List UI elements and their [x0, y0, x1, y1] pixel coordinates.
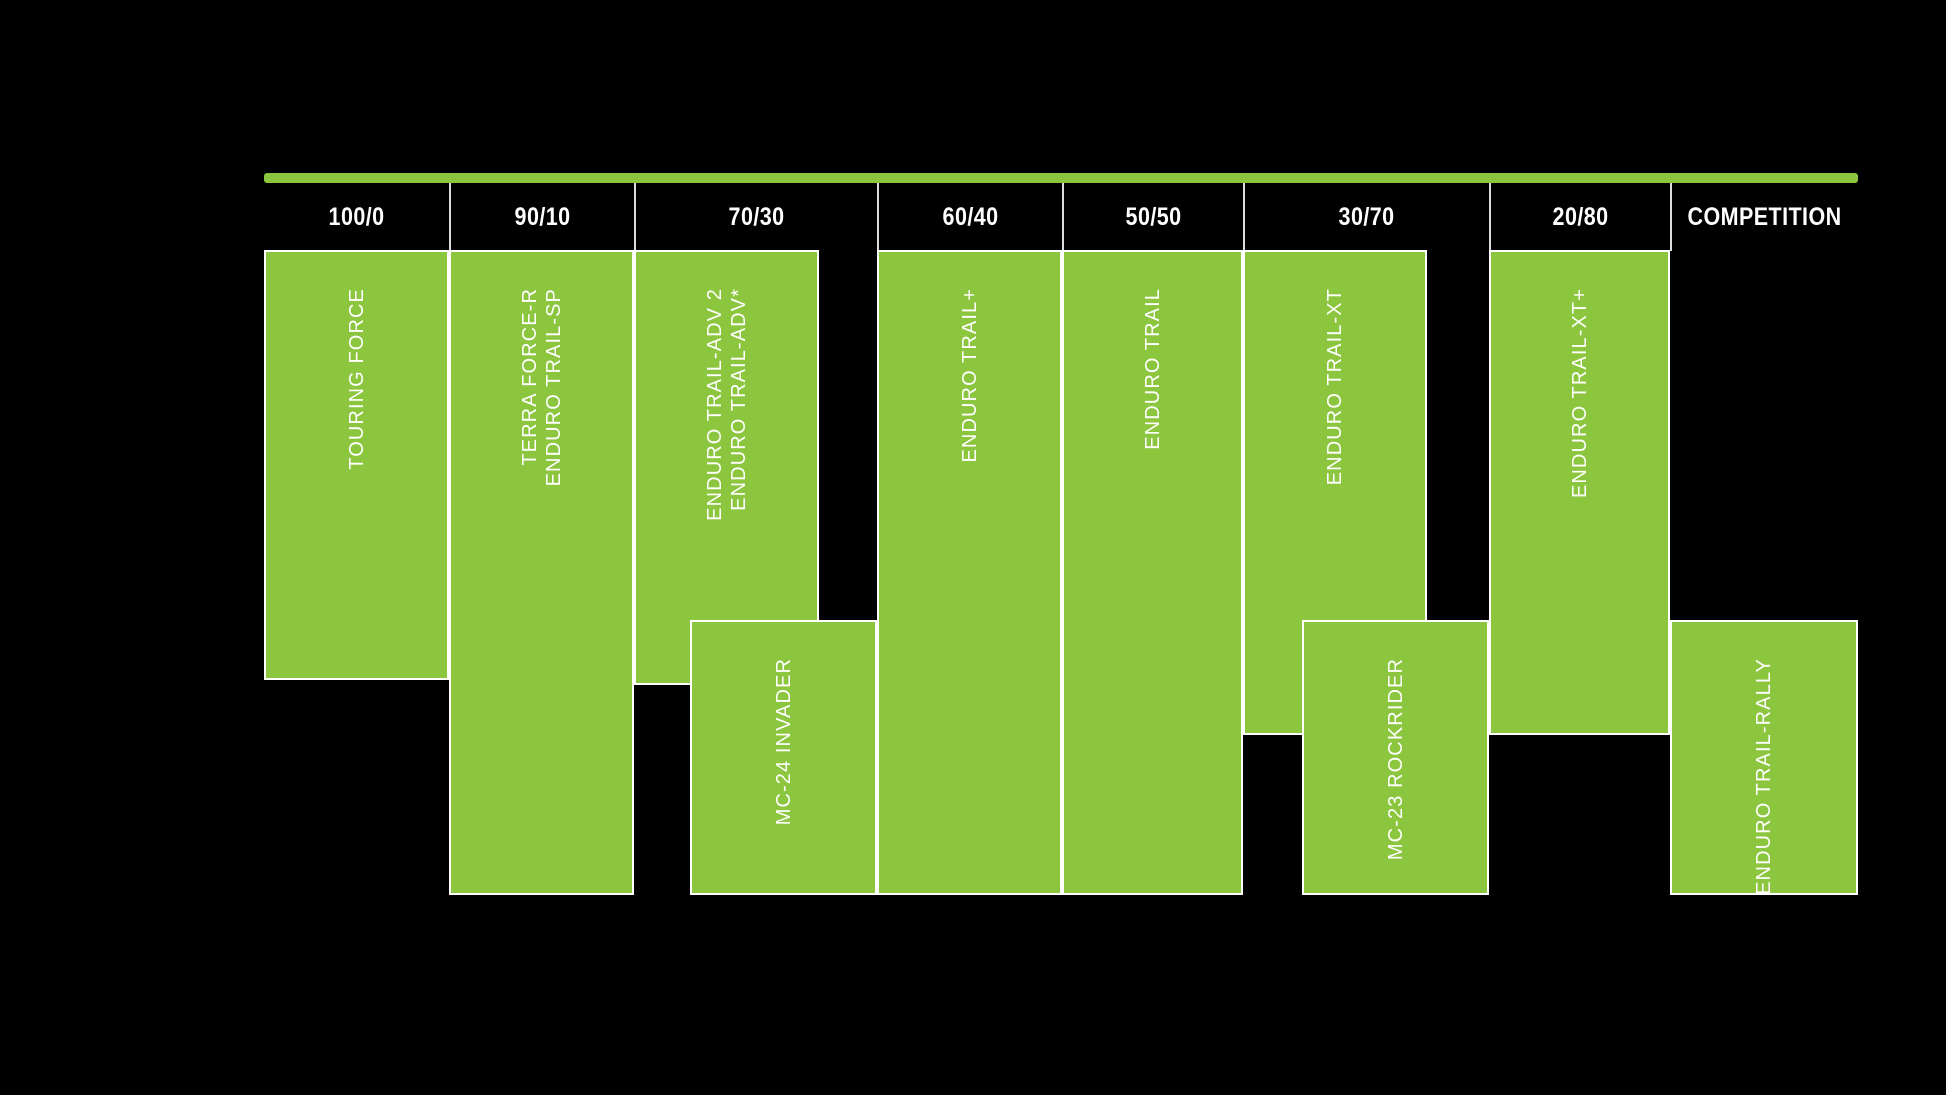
bar-label: ENDURO TRAIL-SP [542, 288, 565, 487]
bar-label: ENDURO TRAIL-XT+ [1568, 288, 1591, 499]
bar-enduro-trail[interactable]: ENDURO TRAIL [1062, 250, 1243, 895]
bar-label: ENDURO TRAIL-RALLY [1753, 658, 1775, 895]
bar-enduro-trail-rally[interactable]: ENDURO TRAIL-RALLY [1670, 620, 1858, 895]
column-header-label: 60/40 [942, 202, 999, 231]
column-header-label: 30/70 [1339, 202, 1395, 231]
bar-label: ENDURO TRAIL [1141, 288, 1164, 450]
column-header-30-70[interactable]: 30/70 [1243, 183, 1489, 251]
column-header-70-30[interactable]: 70/30 [634, 183, 877, 251]
bar-terra-force-r-enduro-trail-sp[interactable]: TERRA FORCE-R ENDURO TRAIL-SP [449, 250, 634, 895]
bar-label: ENDURO TRAIL+ [958, 288, 981, 463]
bar-label-group: MC-24 INVADER [772, 622, 795, 893]
accent-top-bar [264, 173, 1858, 183]
bar-label: MC-24 INVADER [772, 658, 795, 826]
bar-label: ENDURO TRAIL-XT [1324, 288, 1346, 486]
bar-mc-23-rockrider[interactable]: MC-23 ROCKRIDER [1302, 620, 1489, 895]
column-header-label: COMPETITION [1687, 202, 1843, 231]
column-header-90-10[interactable]: 90/10 [449, 183, 634, 251]
column-header-label: 20/80 [1552, 202, 1609, 231]
bar-label-group: ENDURO TRAIL-RALLY [1753, 622, 1775, 895]
bar-label: TERRA FORCE-R [518, 288, 541, 466]
bar-enduro-trail-xt-plus[interactable]: ENDURO TRAIL-XT+ [1489, 250, 1670, 735]
bar-label: TOURING FORCE [345, 288, 368, 470]
bar-enduro-trail-plus[interactable]: ENDURO TRAIL+ [877, 250, 1062, 895]
column-header-label: 100/0 [328, 202, 385, 231]
bar-label-group: ENDURO TRAIL+ [958, 252, 981, 893]
bar-touring-force[interactable]: TOURING FORCE [264, 250, 449, 680]
column-header-60-40[interactable]: 60/40 [877, 183, 1062, 251]
bar-label-group: ENDURO TRAIL [1141, 252, 1164, 893]
bar-label-group: ENDURO TRAIL-ADV 2 ENDURO TRAIL-ADV* [703, 252, 750, 683]
bar-label-group: TOURING FORCE [345, 252, 368, 678]
bar-label-group: ENDURO TRAIL-XT+ [1568, 252, 1591, 733]
column-header-100-0[interactable]: 100/0 [264, 183, 449, 251]
bar-label-group: TERRA FORCE-R ENDURO TRAIL-SP [518, 252, 565, 893]
bar-label-group: MC-23 ROCKRIDER [1384, 622, 1407, 893]
bar-label: ENDURO TRAIL-ADV 2 [703, 288, 726, 521]
bar-mc-24-invader[interactable]: MC-24 INVADER [690, 620, 877, 895]
column-header-row: 100/0 90/10 70/30 60/40 50/50 30/70 20/8… [264, 183, 1858, 251]
bar-enduro-trail-adv2-adv[interactable]: ENDURO TRAIL-ADV 2 ENDURO TRAIL-ADV* [634, 250, 819, 685]
column-header-label: 50/50 [1125, 202, 1182, 231]
column-header-20-80[interactable]: 20/80 [1489, 183, 1670, 251]
bar-label: ENDURO TRAIL-ADV* [727, 288, 750, 511]
column-header-label: 90/10 [514, 202, 571, 231]
column-header-competition[interactable]: COMPETITION [1670, 183, 1858, 251]
bar-label: MC-23 ROCKRIDER [1384, 658, 1407, 861]
column-header-label: 70/30 [728, 202, 785, 231]
column-header-50-50[interactable]: 50/50 [1062, 183, 1243, 251]
